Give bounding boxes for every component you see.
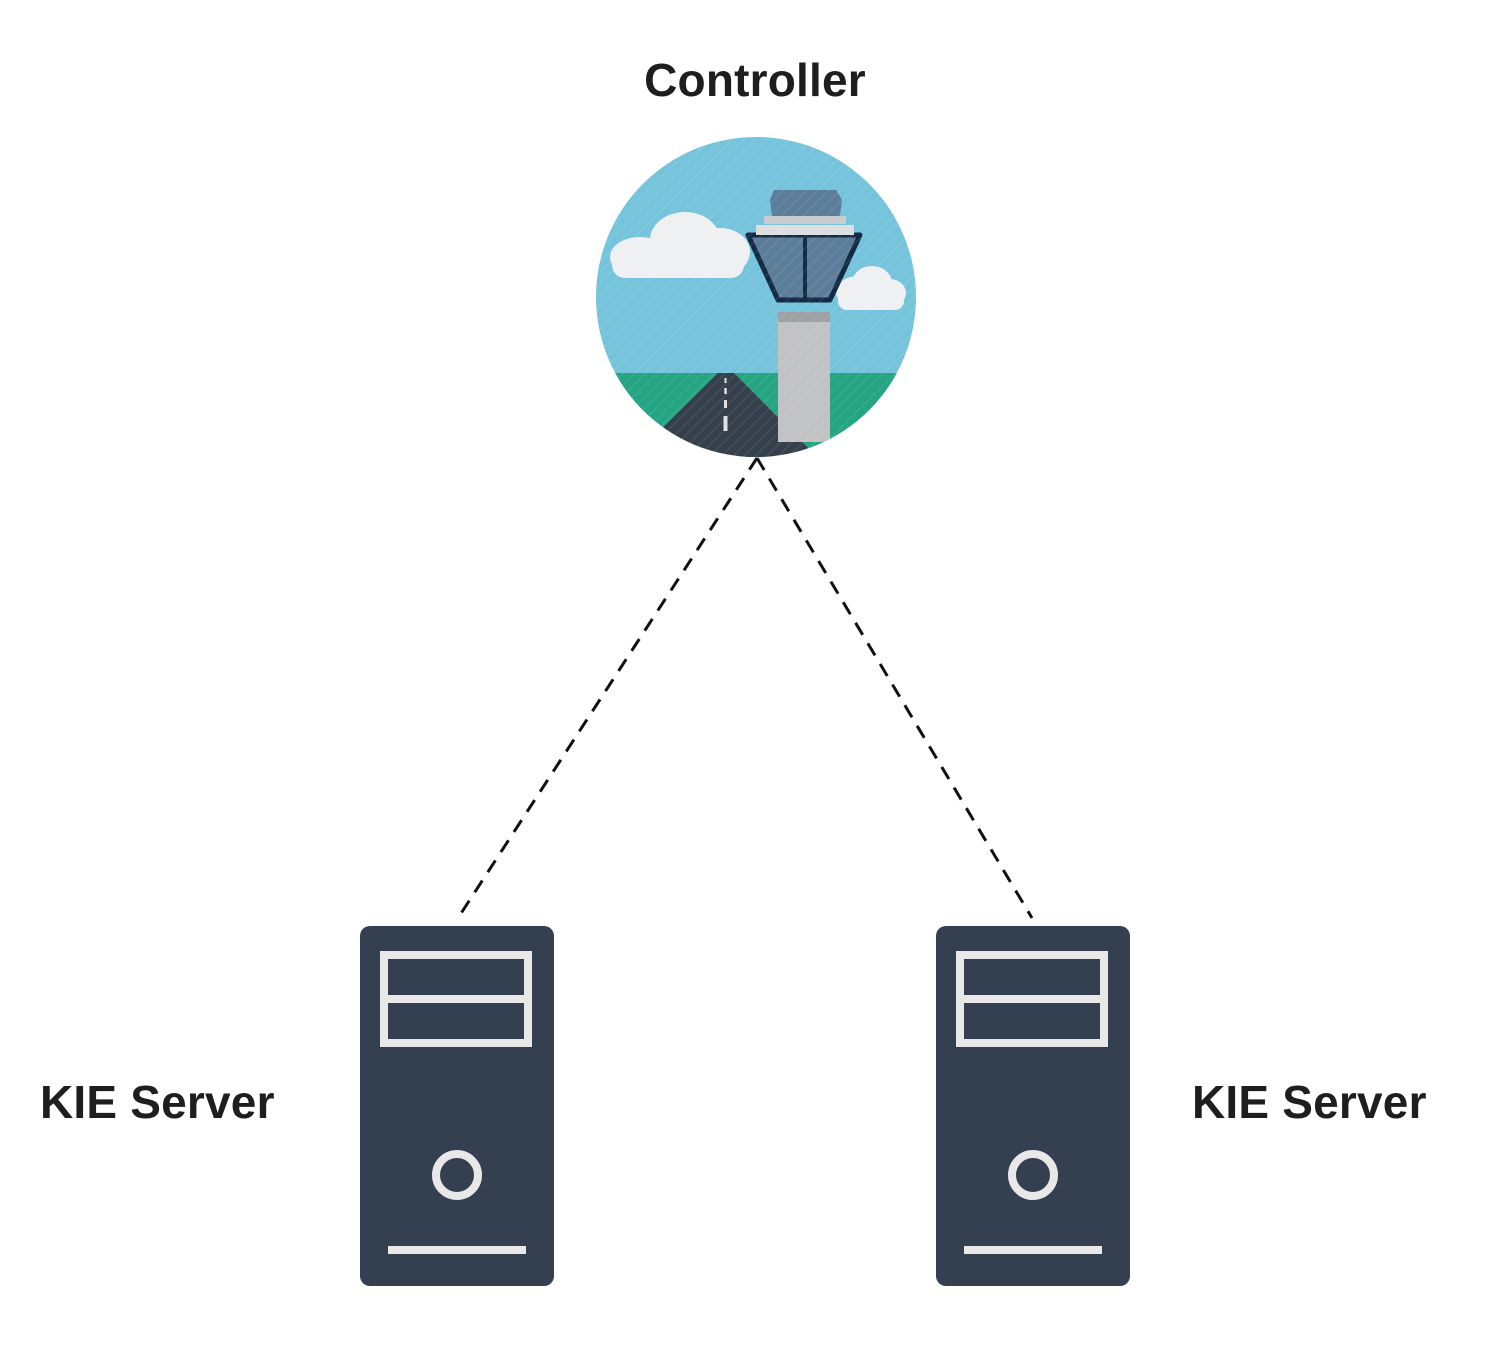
server-tower-icon [936,926,1130,1286]
server-tower-icon [360,926,554,1286]
control-tower-icon [596,137,916,457]
connection-left [456,457,759,919]
connection-right [755,457,1034,919]
controller-label: Controller [644,54,866,106]
kie-server-label-left: KIE Server [40,1076,275,1128]
kie-server-label-right: KIE Server [1192,1076,1427,1128]
